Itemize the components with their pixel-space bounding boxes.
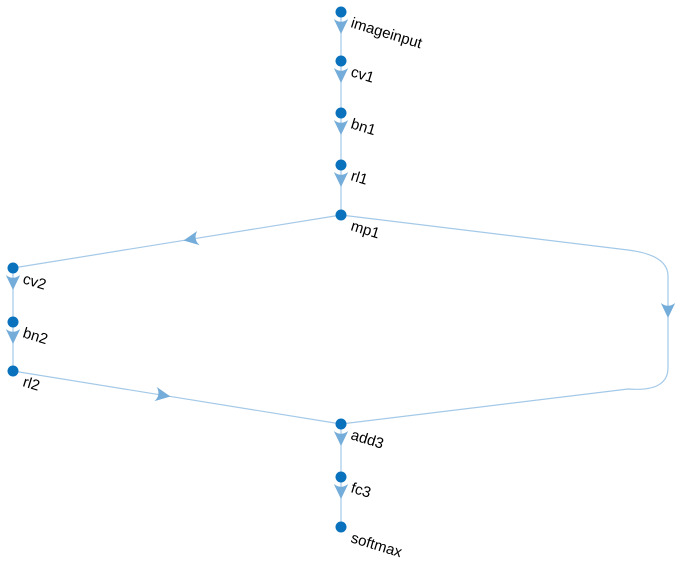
- graph-node-add3: [335, 418, 347, 430]
- graph-node-rl1: [335, 159, 347, 171]
- edges-layer: [12, 12, 669, 527]
- graph-node-bn1: [335, 107, 347, 119]
- graph-node-rl2: [7, 365, 19, 377]
- graph-node-mp1: [335, 209, 347, 221]
- node-label-rl1: rl1: [349, 168, 370, 189]
- node-label-softmax: softmax: [349, 530, 405, 561]
- graph-node-bn2: [7, 316, 19, 328]
- node-label-imageinput: imageinput: [349, 15, 425, 53]
- graph-node-imageinput: [335, 6, 347, 18]
- edge-arrowhead-icon: [333, 172, 349, 187]
- edge-arrowhead-icon: [5, 329, 21, 344]
- edge-arrowhead-icon: [154, 386, 171, 402]
- arrows-layer: [5, 19, 676, 499]
- node-label-add3: add3: [349, 427, 386, 453]
- node-label-mp1: mp1: [349, 218, 382, 243]
- edge-arrowhead-icon: [333, 19, 349, 34]
- node-label-cv2: cv2: [21, 271, 48, 294]
- graph-node-softmax: [335, 521, 347, 533]
- graph-edge-mp1-cv2: [12, 214, 342, 269]
- edge-arrowhead-icon: [333, 68, 349, 83]
- edge-arrowhead-icon: [333, 431, 349, 446]
- edge-arrowhead-icon: [183, 230, 200, 246]
- graph-node-cv1: [335, 55, 347, 67]
- node-label-bn1: bn1: [349, 116, 378, 140]
- node-label-bn2: bn2: [21, 325, 50, 349]
- edge-arrowhead-icon: [660, 303, 676, 318]
- node-label-rl2: rl2: [21, 374, 42, 395]
- node-label-fc3: fc3: [349, 480, 373, 502]
- edge-arrowhead-icon: [5, 275, 21, 290]
- nodes-layer: [7, 6, 347, 533]
- edge-arrowhead-icon: [333, 120, 349, 135]
- graph-node-fc3: [335, 471, 347, 483]
- graph-node-cv2: [7, 262, 19, 274]
- graph-edge-mp1-add3: [340, 214, 669, 425]
- node-label-cv1: cv1: [349, 64, 376, 87]
- edge-arrowhead-icon: [333, 484, 349, 499]
- labels-layer: imageinput cv1 bn1 rl1 mp1 cv2 bn2 rl2 add3 fc3 so…: [21, 15, 425, 561]
- graph-edge-rl2-add3: [12, 370, 342, 425]
